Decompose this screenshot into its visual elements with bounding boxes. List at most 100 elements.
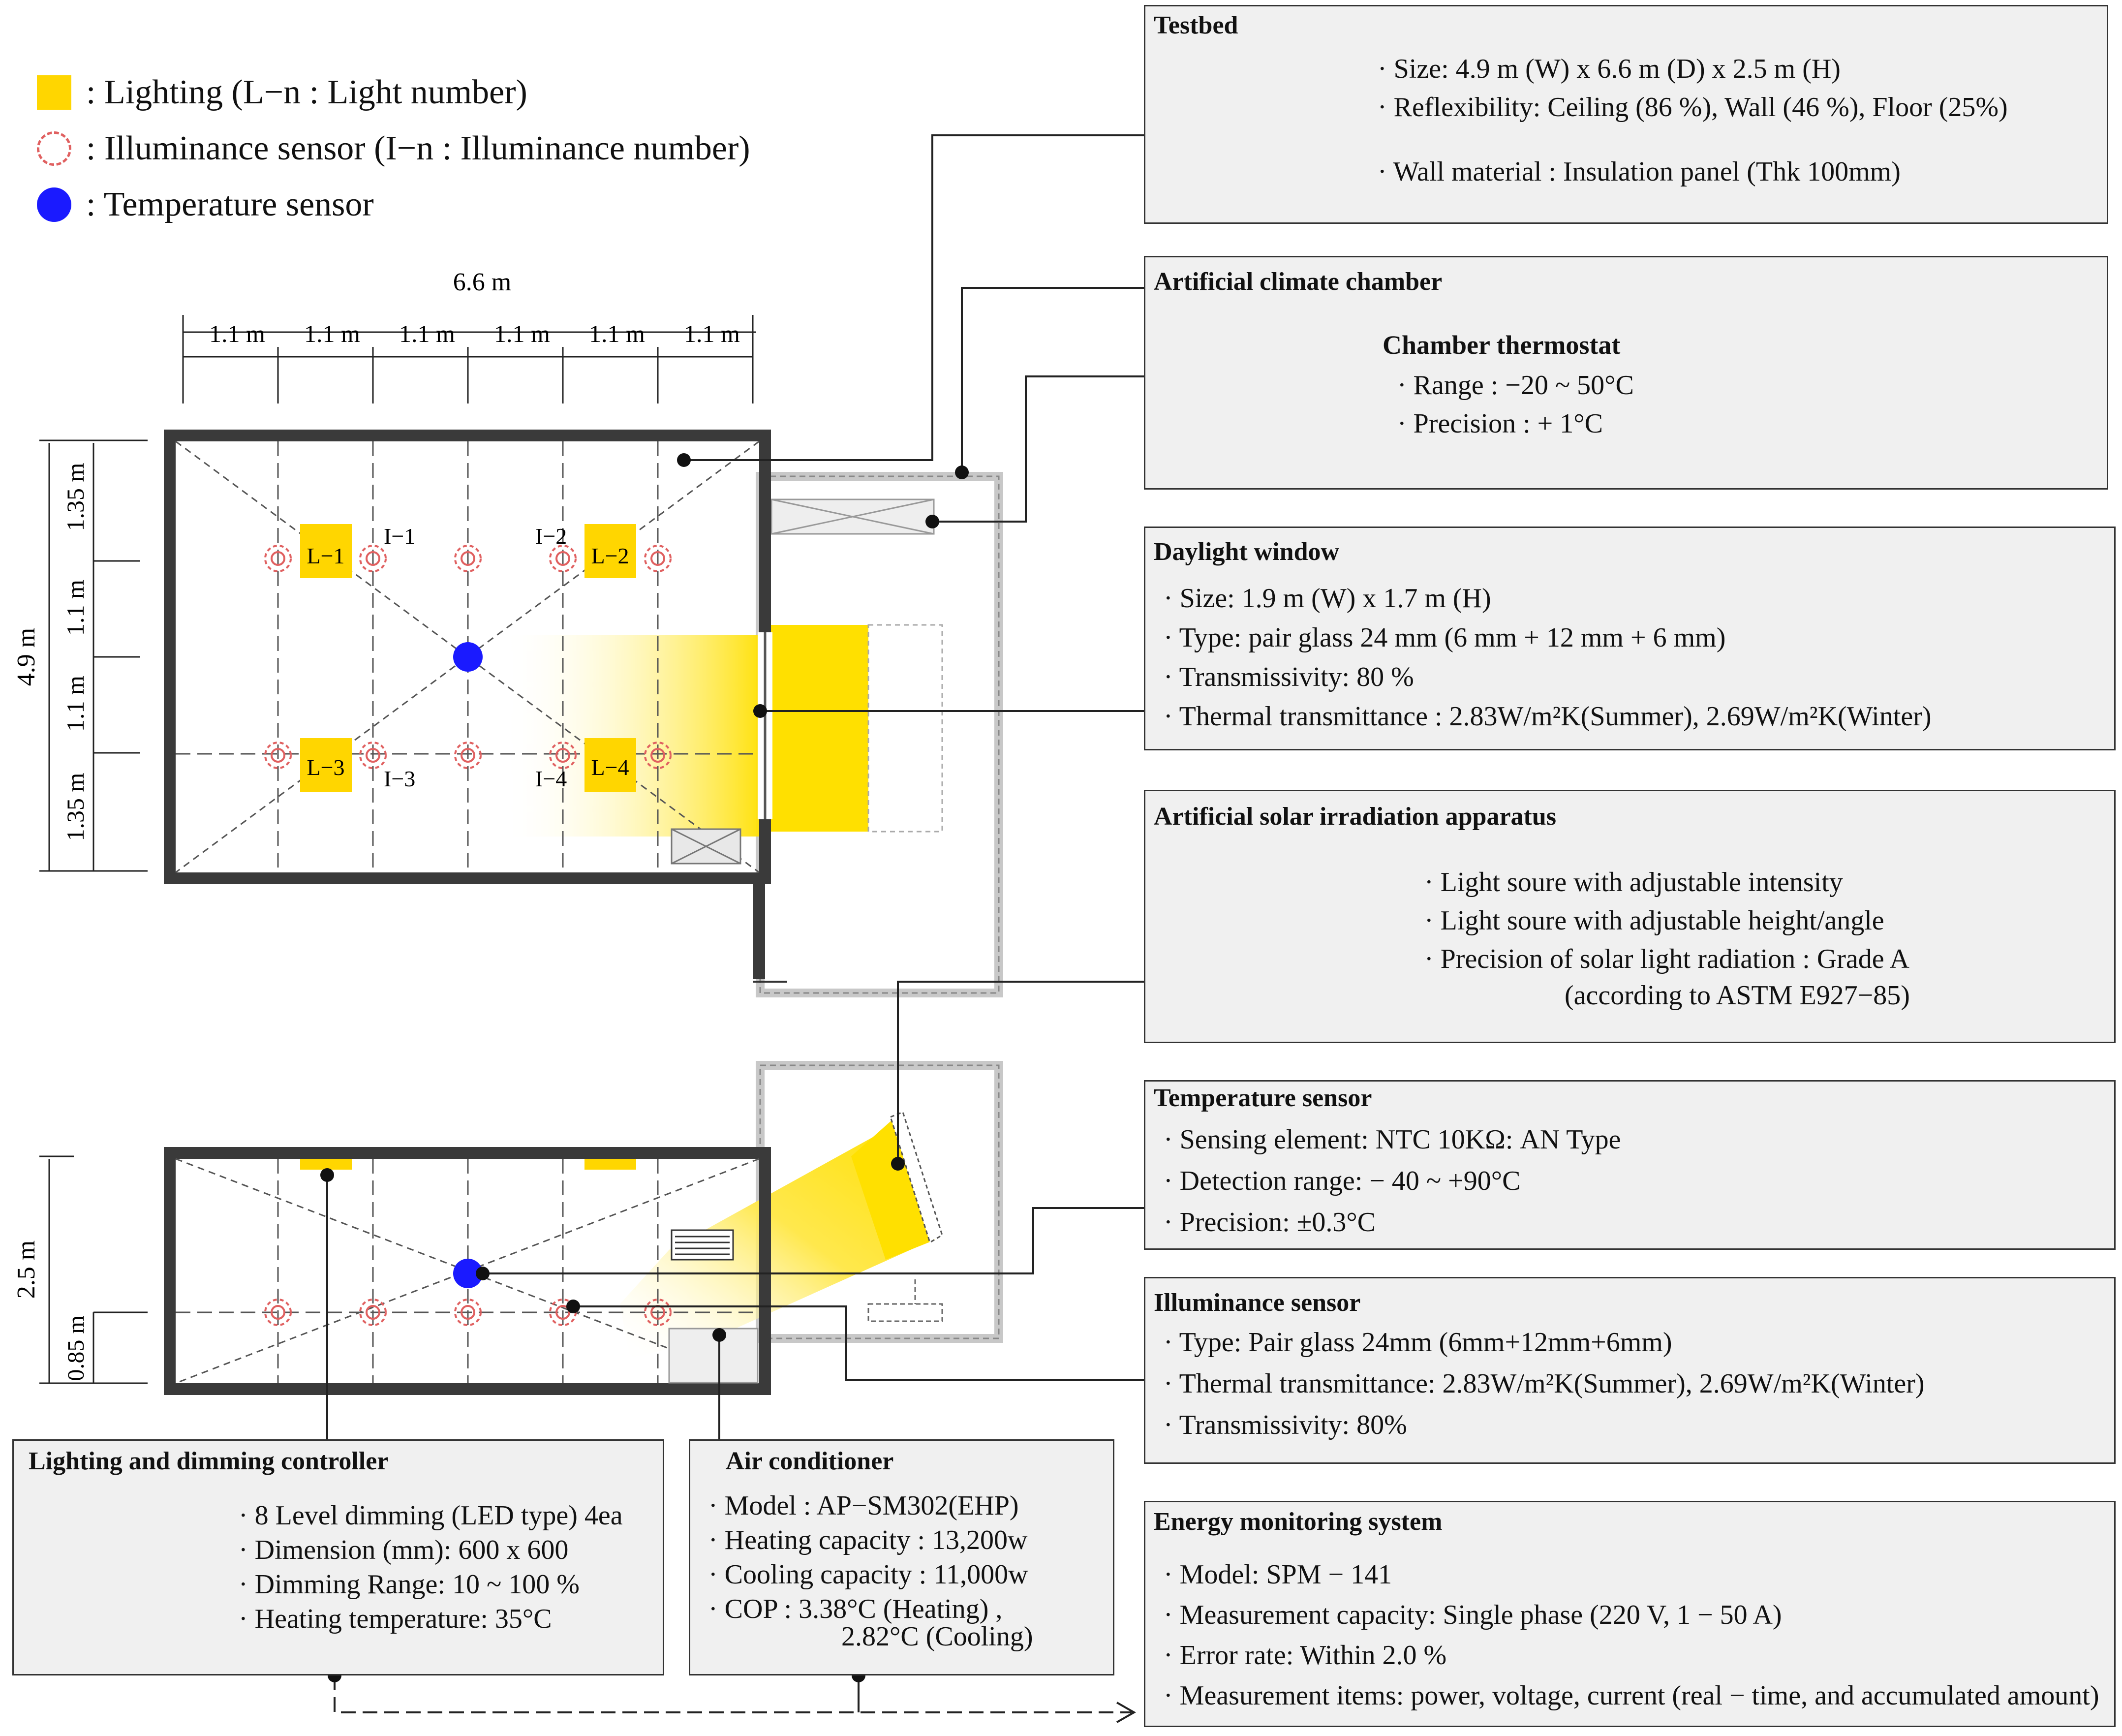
energy-monitoring-item: · Measurement items: power, voltage, cur… (1164, 1680, 2099, 1711)
testbed-title: Testbed (1154, 11, 1238, 39)
daylight-window-item: · Type: pair glass 24 mm (6 mm + 12 mm +… (1164, 622, 1726, 653)
plan-illum-sensor (454, 742, 482, 769)
plan-sensor-3-label: I−3 (384, 766, 415, 791)
illuminance-sensor-item: · Thermal transmittance: 2.83W/m²K(Summe… (1164, 1368, 1925, 1399)
plan-window-light (768, 625, 868, 832)
air-conditioner-item: 2.82°C (Cooling) (841, 1621, 1033, 1652)
energy-monitoring-box (1144, 1501, 2116, 1727)
chamber-thermostat-title: Chamber thermostat (1383, 330, 1621, 360)
legend-illuminance: : Illuminance sensor (I−n : Illuminance … (37, 129, 750, 168)
plan-temp-sensor (453, 642, 483, 672)
plan-light-4 (584, 738, 636, 792)
dim-depth-total: 4.9 m (12, 628, 40, 686)
dim-col-6: 1.1 m (684, 320, 740, 347)
illuminance-sensor-list: · Type: Pair glass 24mm (6mm+12mm+6mm) ·… (1164, 1329, 1925, 1439)
dim-row-3: 1.1 m (62, 676, 89, 732)
legend-illuminance-label: : Illuminance sensor (I−n : Illuminance … (86, 129, 750, 167)
plan-sensor-1-label: I−1 (384, 524, 415, 549)
climate-chamber-item: · Precision : + 1°C (1397, 408, 1603, 439)
temperature-sensor-title: Temperature sensor (1154, 1084, 1372, 1112)
air-conditioner-item: · Heating capacity : 13,200w (708, 1525, 1028, 1555)
lighting-controller-item: · Dimension (mm): 600 x 600 (239, 1535, 569, 1565)
lighting-controller-item: · Dimming Range: 10 ~ 100 % (239, 1569, 580, 1600)
daylight-window-list: · Size: 1.9 m (W) x 1.7 m (H) · Type: pa… (1164, 585, 1932, 730)
dim-row-4: 1.35 m (62, 773, 89, 841)
testbed-item: · Size: 4.9 m (W) x 6.6 m (D) x 2.5 m (H… (1378, 54, 1841, 84)
testbed-box (1144, 5, 2108, 224)
plan-illum-sensor (549, 545, 577, 572)
lighting-controller-box (12, 1439, 664, 1675)
plan-illum-sensor (264, 545, 292, 572)
temperature-sensor-item: · Precision: ±0.3°C (1164, 1207, 1376, 1238)
plan-illum-sensor (549, 742, 577, 769)
temperature-sensor-box (1144, 1080, 2116, 1250)
plan-illum-sensor (359, 545, 387, 572)
energy-monitoring-item: · Measurement capacity: Single phase (22… (1164, 1600, 1782, 1630)
plan-light-3 (300, 738, 352, 792)
climate-chamber-title: Artificial climate chamber (1154, 268, 1443, 296)
climate-chamber-box (1144, 256, 2108, 490)
legend-lighting: : Lighting (L−n : Light number) (37, 73, 527, 112)
air-conditioner-item: · COP : 3.38°C (Heating) , (708, 1594, 1003, 1624)
energy-monitoring-item: · Error rate: Within 2.0 % (1164, 1640, 1447, 1671)
dim-width-total: 6.6 m (453, 268, 511, 296)
temperature-sensor-item: · Detection range: − 40 ~ +90°C (1164, 1166, 1521, 1196)
energy-monitoring-title: Energy monitoring system (1154, 1508, 1443, 1536)
dim-col-2: 1.1 m (304, 320, 360, 347)
plan-illum-sensor (359, 742, 387, 769)
plan-light-2 (584, 524, 636, 578)
dim-height-total: 2.5 m (12, 1240, 40, 1299)
daylight-window-item: · Transmissivity: 80 % (1164, 662, 1414, 692)
plan-light-2-label: L−2 (591, 543, 629, 568)
section-light-right (584, 1159, 636, 1170)
testbed-item: · Wall material : Insulation panel (Thk … (1378, 156, 1901, 187)
plan-illum-sensor (264, 742, 292, 769)
solar-apparatus-item: · Light soure with adjustable intensity (1424, 867, 1843, 898)
legend-temperature-label: : Temperature sensor (86, 186, 374, 223)
lighting-controller-title: Lighting and dimming controller (29, 1447, 389, 1475)
lighting-controller-item: · Heating temperature: 35°C (239, 1604, 552, 1634)
air-conditioner-item: · Cooling capacity : 11,000w (708, 1559, 1028, 1590)
testbed-item: · Reflexibility: Ceiling (86 %), Wall (4… (1378, 92, 2008, 123)
section-illum-sensor (264, 1299, 292, 1326)
air-conditioner-box (689, 1439, 1114, 1675)
section-view: 2.5 m 0.85 m (12, 1061, 1003, 1395)
solar-apparatus-item: (according to ASTM E927−85) (1565, 980, 1910, 1011)
plan-light-3-label: L−3 (307, 755, 344, 780)
solar-apparatus-box (1144, 790, 2116, 1043)
dim-row-1: 1.35 m (62, 463, 89, 531)
section-room-walls (164, 1147, 771, 1395)
daylight-window-box (1144, 527, 2116, 750)
illuminance-sensor-box (1144, 1277, 2116, 1464)
section-illum-sensor (359, 1299, 387, 1326)
dim-row-2: 1.1 m (62, 580, 89, 636)
illuminance-sensor-item: · Type: Pair glass 24mm (6mm+12mm+6mm) (1164, 1327, 1672, 1358)
section-ac-unit (671, 1229, 734, 1261)
plan-illum-sensor (644, 742, 672, 769)
dim-col-5: 1.1 m (589, 320, 645, 347)
dim-sensor-height: 0.85 m (63, 1315, 89, 1381)
solar-apparatus-item: · Light soure with adjustable height/ang… (1424, 905, 1884, 936)
daylight-window-title: Daylight window (1154, 538, 1340, 566)
solar-apparatus-item: · Precision of solar light radiation : G… (1424, 944, 1909, 974)
air-conditioner-list: · Model : AP−SM302(EHP) · Heating capaci… (708, 1492, 1033, 1650)
daylight-window-item: · Thermal transmittance : 2.83W/m²K(Summ… (1164, 701, 1932, 732)
temperature-sensor-list: · Sensing element: NTC 10KΩ: AN Type · D… (1164, 1126, 1621, 1236)
solar-apparatus-title: Artificial solar irradiation apparatus (1154, 803, 1557, 831)
daylight-window-item: · Size: 1.9 m (W) x 1.7 m (H) (1164, 583, 1491, 614)
climate-chamber-item: · Range : −20 ~ 50°C (1397, 370, 1634, 401)
legend-lighting-label: : Lighting (L−n : Light number) (86, 73, 527, 111)
energy-monitoring-item: · Model: SPM − 141 (1164, 1559, 1392, 1590)
plan-light-1 (300, 524, 352, 578)
temperature-sensor-item: · Sensing element: NTC 10KΩ: AN Type (1164, 1124, 1621, 1155)
plan-illum-sensor (644, 545, 672, 572)
lighting-controller-list: · 8 Level dimming (LED type) 4ea · Dimen… (239, 1502, 623, 1633)
plan-sensor-2-label: I−2 (535, 524, 567, 549)
plan-view: L−1 L−2 L−3 L−4 I−1 I−2 I−3 I−4 (12, 268, 1003, 997)
solar-apparatus-list: · Light soure with adjustable intensity … (1424, 868, 1910, 1009)
lighting-controller-item: · 8 Level dimming (LED type) 4ea (239, 1500, 623, 1531)
plan-light-1-label: L−1 (307, 543, 344, 568)
temperature-swatch (37, 187, 71, 222)
plan-light-4-label: L−4 (591, 755, 629, 780)
testbed-list: · Size: 4.9 m (W) x 6.6 m (D) x 2.5 m (H… (1378, 55, 2008, 186)
